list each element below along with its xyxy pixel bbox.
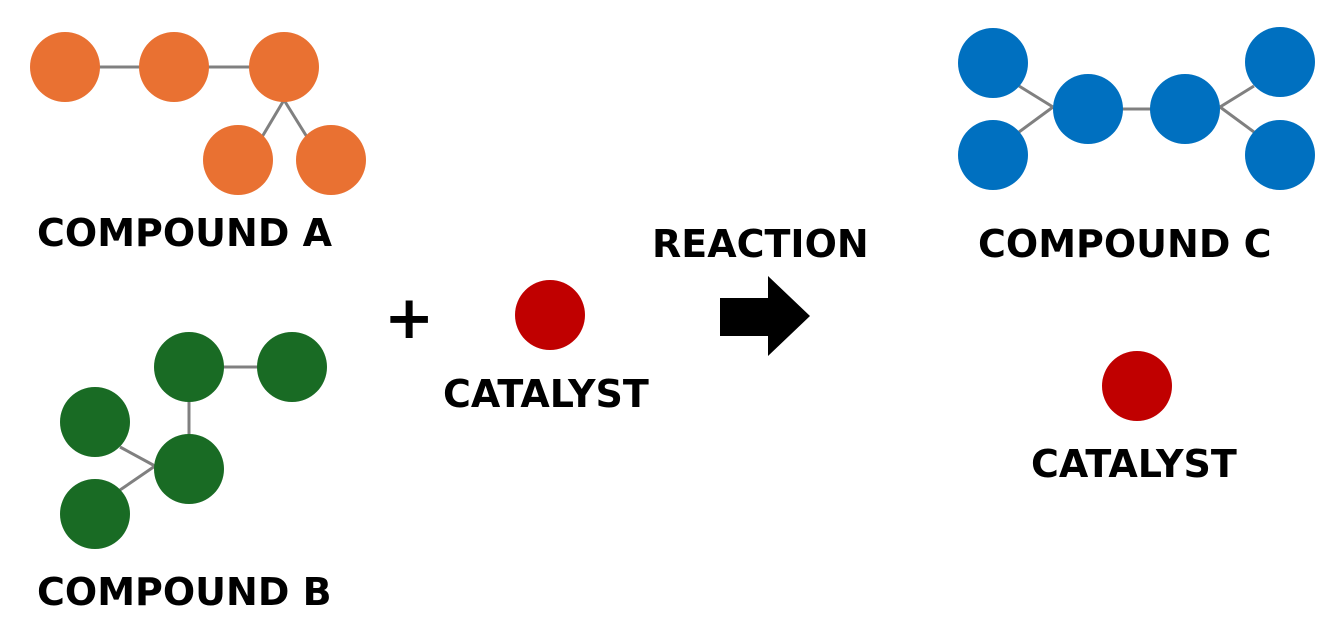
atom	[1053, 74, 1123, 144]
compound-c-label: COMPOUND C	[978, 222, 1272, 266]
compound-b-molecule	[60, 332, 327, 549]
atom	[154, 332, 224, 402]
atom	[515, 280, 585, 350]
right-arrow-icon	[720, 276, 810, 356]
atom	[1102, 351, 1172, 421]
plus-icon: +	[384, 283, 435, 353]
bond	[1219, 84, 1255, 109]
atom	[30, 32, 100, 102]
bond	[1018, 84, 1054, 109]
atom	[203, 125, 273, 195]
compound-c-molecule	[958, 27, 1315, 190]
atom	[257, 332, 327, 402]
bond	[119, 464, 156, 492]
catalyst-product-molecule	[1102, 351, 1172, 421]
atom	[958, 120, 1028, 190]
compound-a-molecule	[30, 32, 366, 195]
reaction-label: REACTION	[652, 222, 869, 266]
bond	[282, 99, 309, 138]
atom	[296, 125, 366, 195]
catalyst-reactant-label: CATALYST	[443, 372, 649, 416]
atom	[154, 434, 224, 504]
catalyst-reactant-molecule	[515, 280, 585, 350]
bond	[260, 99, 286, 138]
catalyst-product-label: CATALYST	[1031, 442, 1237, 486]
atom	[1245, 120, 1315, 190]
bond	[1018, 105, 1054, 134]
bond	[1219, 105, 1255, 134]
compound-b-label: COMPOUND B	[37, 570, 332, 614]
atom	[60, 387, 130, 457]
compound-a-label: COMPOUND A	[37, 211, 333, 255]
atom	[249, 32, 319, 102]
bond	[119, 445, 156, 468]
atom	[60, 479, 130, 549]
atom	[139, 32, 209, 102]
atom	[1150, 74, 1220, 144]
atom	[958, 28, 1028, 98]
atom	[1245, 27, 1315, 97]
